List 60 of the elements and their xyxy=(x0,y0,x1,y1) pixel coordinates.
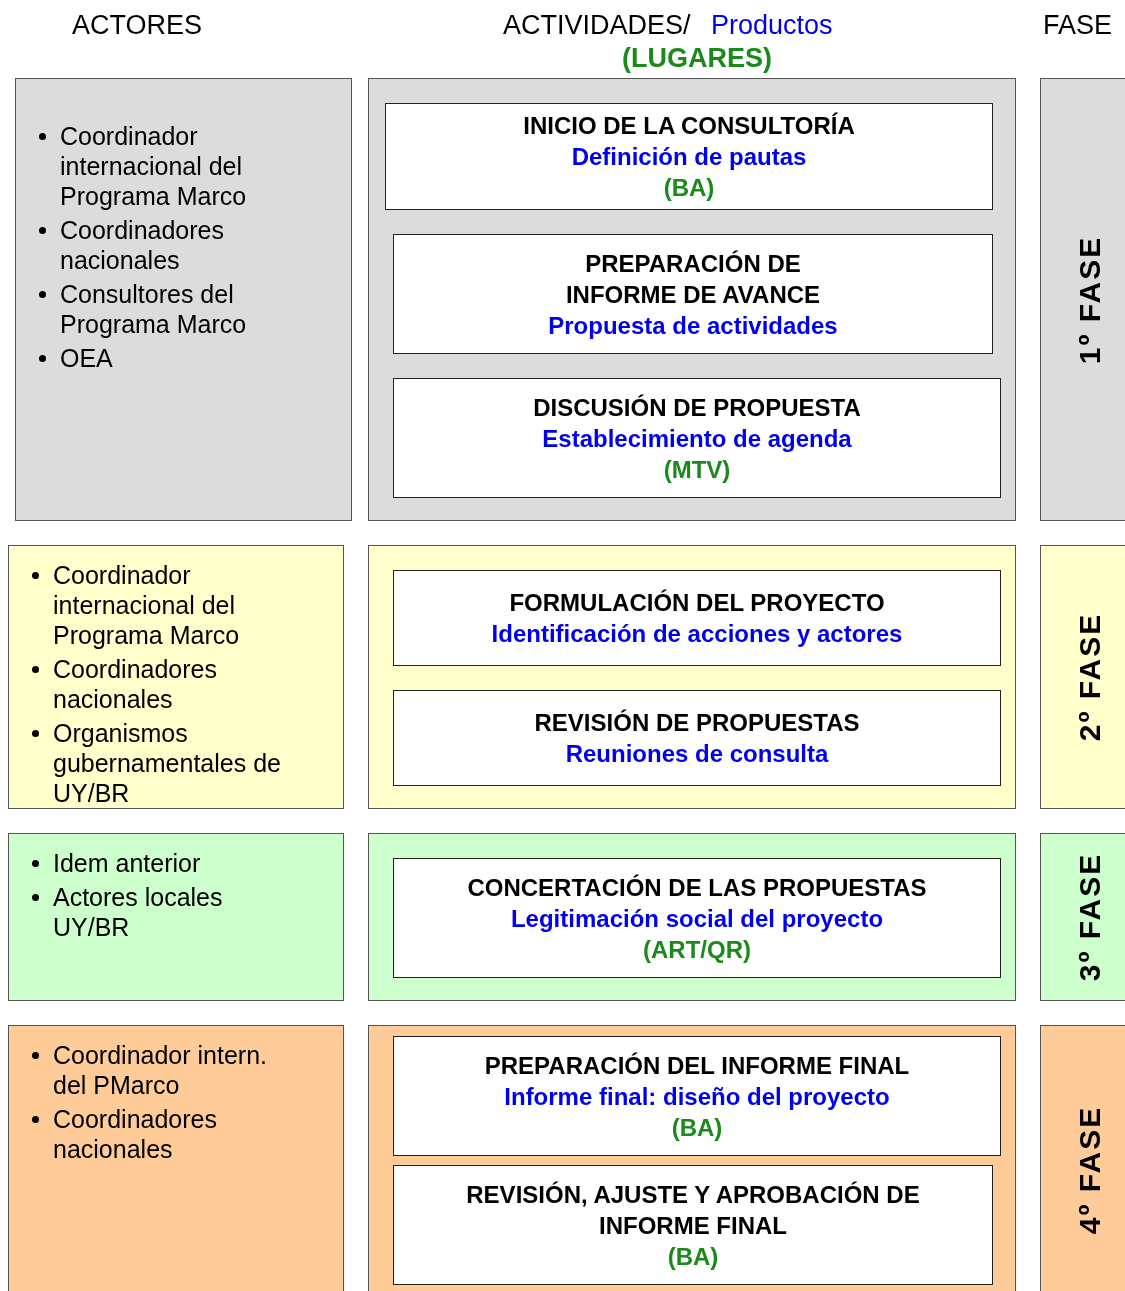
phase-panel xyxy=(1040,833,1125,1001)
phase-label: 1º FASE xyxy=(1073,235,1107,364)
activity-box xyxy=(393,1165,993,1285)
activity-box xyxy=(385,103,993,210)
actors-panel xyxy=(8,545,344,809)
activity-box xyxy=(393,1036,1001,1156)
phase-panel xyxy=(1040,545,1125,809)
bullet-item: Coordinador intern. del PMarco xyxy=(53,1041,267,1099)
activity-detail: Propuesta de actividades xyxy=(548,310,838,341)
activity-detail: (BA) xyxy=(667,1241,719,1272)
bullet-item: Idem anterior xyxy=(53,849,201,877)
activities-panel xyxy=(368,545,1016,809)
activity-title: DISCUSIÓN DE PROPUESTA xyxy=(533,392,861,423)
activity-detail: Definición de pautas xyxy=(571,142,807,172)
bullet-item: OEA xyxy=(60,344,113,372)
column-heading: Productos xyxy=(711,10,833,41)
bullet-item: Coordinadores nacionales xyxy=(53,655,217,713)
bullet-item: Coordinadores nacionales xyxy=(53,1105,217,1163)
activity-title: REVISIÓN, AJUSTE Y APROBACIÓN DE INFORME FINAL xyxy=(465,1179,921,1241)
actors-panel xyxy=(8,1025,344,1291)
bullet-item: Organismos gubernamentales de UY/BR xyxy=(53,719,281,807)
phase-panel xyxy=(1040,1025,1125,1291)
activities-panel xyxy=(368,78,1016,521)
activities-panel xyxy=(368,1025,1016,1291)
column-heading: (LUGARES) xyxy=(622,43,772,74)
activity-title: REVISIÓN DE PROPUESTAS xyxy=(534,708,860,738)
activity-title: CONCERTACIÓN DE LAS PROPUESTAS xyxy=(467,872,927,903)
activity-box xyxy=(393,858,1001,978)
phase-label: 3º FASE xyxy=(1073,852,1107,982)
activity-detail: Informe final: diseño del proyecto xyxy=(504,1081,890,1112)
actors-panel xyxy=(8,833,344,1001)
phase-label: 2º FASE xyxy=(1073,612,1107,742)
bullet-item: Actores locales UY/BR xyxy=(53,883,223,941)
activity-box xyxy=(393,690,1001,786)
activity-detail: (MTV) xyxy=(663,454,731,485)
column-heading: ACTORES xyxy=(72,10,203,41)
bullet-item: Coordinadores nacionales xyxy=(60,216,224,274)
activity-detail: (BA) xyxy=(663,173,715,203)
column-heading: ACTIVIDADES/ xyxy=(503,10,691,41)
bullet-item: Consultores del Programa Marco xyxy=(60,280,247,338)
activity-title: INICIO DE LA CONSULTORÍA xyxy=(523,111,855,141)
activity-detail: Identificación de acciones y actores xyxy=(491,619,903,649)
bullet-item: Coordinador internacional del Programa Marco xyxy=(60,122,247,210)
activity-title: PREPARACIÓN DEL INFORME FINAL xyxy=(484,1050,910,1081)
bullet-item: Coordinador internacional del Programa Marco xyxy=(53,561,240,649)
activity-detail: Establecimiento de agenda xyxy=(542,423,852,454)
activity-box xyxy=(393,378,1001,498)
activity-box xyxy=(393,570,1001,666)
phase-panel xyxy=(1040,78,1125,521)
column-heading: FASE xyxy=(1043,10,1113,41)
activity-detail: Reuniones de consulta xyxy=(565,739,829,769)
activity-box xyxy=(393,234,993,354)
activity-detail: Legitimación social del proyecto xyxy=(510,903,884,934)
actors-panel xyxy=(15,78,352,521)
activity-title: PREPARACIÓN DE INFORME DE AVANCE xyxy=(564,248,822,310)
activities-panel xyxy=(368,833,1016,1001)
phase-label: 4º FASE xyxy=(1073,1105,1107,1235)
activity-detail: (ART/QR) xyxy=(643,934,751,965)
activity-detail: (BA) xyxy=(671,1112,723,1143)
activity-title: FORMULACIÓN DEL PROYECTO xyxy=(509,588,885,618)
